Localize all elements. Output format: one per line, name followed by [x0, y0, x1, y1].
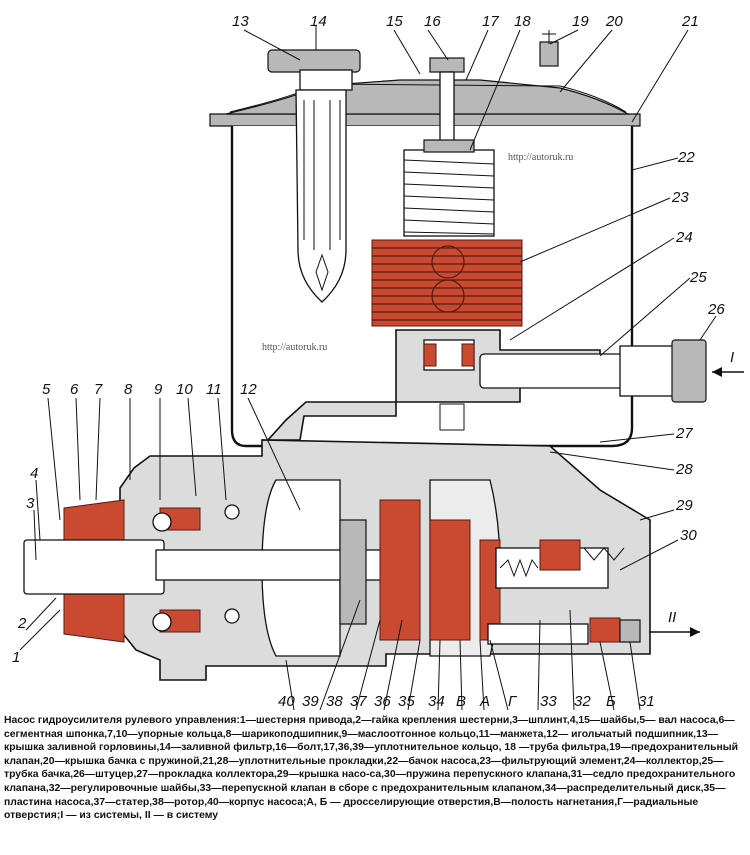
callout-G-cyr: Г: [508, 693, 518, 710]
leader-lines: [19, 26, 717, 710]
callout-31: 31: [638, 693, 655, 710]
callout-24: 24: [675, 229, 693, 246]
callout-22: 22: [677, 149, 695, 166]
callout-12: 12: [240, 381, 257, 398]
callout-3: 3: [26, 495, 35, 512]
callout-21: 21: [681, 13, 699, 30]
callout-23: 23: [671, 189, 689, 206]
callout-9: 9: [154, 381, 163, 398]
callout-35: 35: [398, 693, 415, 710]
callout-25: 25: [689, 269, 707, 286]
callout-37: 37: [350, 693, 367, 710]
callout-32: 32: [574, 693, 591, 710]
callout-17: 17: [482, 13, 499, 30]
callout-38: 38: [326, 693, 343, 710]
callout-18: 18: [514, 13, 531, 30]
callout-11: 11: [206, 381, 222, 398]
callout-B-cyr: Б: [606, 693, 616, 710]
figure-caption: Насос гидроусилителя рулевого управления…: [4, 715, 739, 822]
filter-spring: [403, 139, 495, 237]
callout-40: 40: [278, 693, 295, 710]
pump-body: [23, 367, 744, 681]
callout-27: 27: [675, 425, 693, 442]
callout-13: 13: [232, 13, 249, 30]
callout-36: 36: [374, 693, 391, 710]
filter-element: [371, 239, 523, 327]
callout-14: 14: [310, 13, 327, 30]
callout-26: 26: [707, 301, 725, 318]
callout-V-cyr: В: [456, 693, 466, 710]
callout-16: 16: [424, 13, 441, 30]
callout-29: 29: [675, 497, 693, 514]
callout-30: 30: [680, 527, 697, 544]
callout-A-cyr: А: [479, 693, 490, 710]
callout-8: 8: [124, 381, 133, 398]
reservoir-tank: [209, 30, 707, 448]
callout-1: 1: [12, 649, 20, 666]
callout-34: 34: [428, 693, 445, 710]
callout-5: 5: [42, 381, 51, 398]
callout-6: 6: [70, 381, 79, 398]
pump-cross-section-drawing: http://autoruk.ru http://autoruk.ru I II…: [12, 13, 744, 710]
watermark-middle: http://autoruk.ru: [262, 342, 327, 353]
callout-10: 10: [176, 381, 193, 398]
callout-4: 4: [30, 465, 38, 482]
callout-19: 19: [572, 13, 589, 30]
flow-marker-outlet: II: [668, 609, 676, 626]
watermark-top: http://autoruk.ru: [508, 152, 573, 163]
callout-39: 39: [302, 693, 319, 710]
callout-labels: 13 14 15 16 17 18 19 20 21 22 23 24 25 2…: [12, 13, 725, 710]
flow-marker-inlet: I: [730, 349, 734, 366]
callout-20: 20: [605, 13, 623, 30]
callout-2: 2: [17, 615, 27, 632]
callout-7: 7: [94, 381, 103, 398]
callout-33: 33: [540, 693, 557, 710]
callout-28: 28: [675, 461, 693, 478]
callout-15: 15: [386, 13, 403, 30]
